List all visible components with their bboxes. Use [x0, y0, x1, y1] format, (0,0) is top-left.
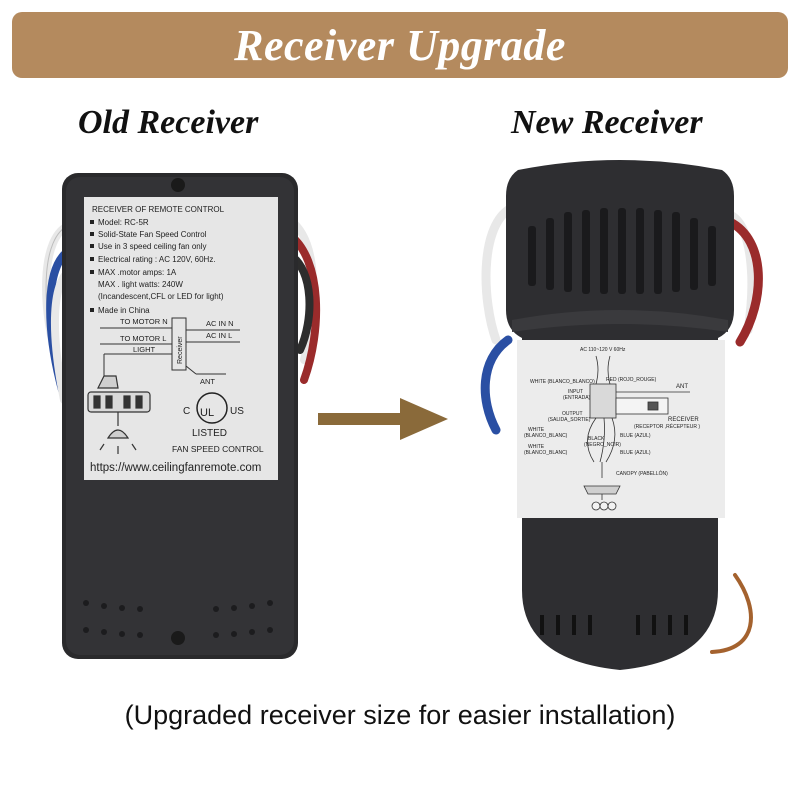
us-text: US — [230, 406, 244, 417]
ceiling-fan-icon — [87, 375, 151, 454]
wiring-label: AC 110~120 V 60Hz — [580, 347, 626, 353]
diagram-label: ANT — [200, 377, 215, 386]
vent-holes — [83, 600, 273, 638]
new-receiver-wires — [480, 205, 763, 654]
ul-listed-mark: UL C US LISTED FAN SPEED CONTROL — [172, 392, 264, 454]
label-line: Made in China — [98, 306, 150, 315]
wiring-label: BLACK — [588, 436, 605, 442]
wiring-label: RECEIVER — [668, 417, 699, 423]
cert-caption: FAN SPEED CONTROL — [172, 444, 264, 454]
wiring-label: (SALIDA_SORTIE) — [548, 417, 591, 423]
wiring-label: WHITE — [528, 444, 545, 450]
old-receiver-heading: Old Receiver — [78, 104, 259, 141]
old-receiver: RECEIVER OF REMOTE CONTROL Model: RC-5R … — [42, 173, 321, 659]
wiring-label: WHITE (BLANCO_BLANCO) — [530, 379, 595, 385]
new-receiver: AC 110~120 V 60Hz WHITE (BLANCO_BLANCO) … — [480, 160, 763, 670]
label-line: (Incandescent,CFL or LED for light) — [98, 292, 224, 301]
wiring-label: (NEGRO_NOIR) — [584, 442, 621, 448]
wiring-label: CANOPY (PABELLÓN) — [616, 470, 668, 477]
old-wiring-diagram — [100, 317, 240, 376]
diagram-label: Receiver — [177, 336, 184, 364]
wiring-label: (RECEPTOR ,RÉCEPTEUR ) — [634, 423, 700, 430]
wiring-label: BLUE (AZUL) — [620, 450, 651, 456]
wiring-label: (BLANCO_BLANC) — [524, 433, 568, 439]
label-line: Model: RC-5R — [98, 218, 149, 227]
new-wiring-diagram — [583, 355, 690, 511]
diagram-label: TO MOTOR L — [120, 334, 166, 343]
label-line: RECEIVER OF REMOTE CONTROL — [92, 205, 225, 214]
top-screw-icon — [171, 178, 185, 192]
wiring-label: RED (ROJO_ROUGE) — [606, 377, 657, 383]
label-line: Solid-State Fan Speed Control — [98, 230, 207, 239]
title-banner: Receiver Upgrade — [12, 12, 788, 78]
diagram-label: AC IN N — [206, 319, 234, 328]
top-vent-slots — [528, 208, 716, 294]
wiring-label: WHITE — [528, 427, 545, 433]
wiring-label: (ENTRADA) — [563, 395, 591, 401]
diagram-label: AC IN L — [206, 331, 232, 340]
new-receiver-label — [517, 340, 725, 518]
label-line: Electrical rating : AC 120V, 60Hz. — [98, 255, 216, 264]
listed-text: LISTED — [192, 428, 227, 439]
diagram-label: LIGHT — [133, 345, 156, 354]
upgrade-arrow-icon — [318, 398, 448, 440]
website-url: https://www.ceilingfanremote.com — [90, 462, 261, 474]
ul-text: UL — [200, 407, 214, 419]
bottom-vent-slots — [540, 615, 688, 635]
diagram-label: TO MOTOR N — [120, 317, 168, 326]
label-line: Use in 3 speed ceiling fan only — [98, 242, 207, 251]
wiring-label: (BLANCO_BLANC) — [524, 450, 568, 456]
caption: (Upgraded receiver size for easier insta… — [124, 700, 676, 730]
wiring-label: ANT — [676, 384, 688, 390]
wiring-label: INPUT — [568, 389, 583, 395]
wiring-label: BLUE (AZUL) — [620, 433, 651, 439]
label-line: MAX . light watts: 240W — [98, 280, 183, 289]
banner-title: Receiver Upgrade — [234, 20, 566, 70]
label-line: MAX .motor amps: 1A — [98, 268, 177, 277]
c-text: C — [183, 406, 190, 417]
new-receiver-heading: New Receiver — [511, 104, 703, 141]
wiring-label: OUTPUT — [562, 411, 583, 417]
bottom-screw-icon — [171, 631, 185, 645]
